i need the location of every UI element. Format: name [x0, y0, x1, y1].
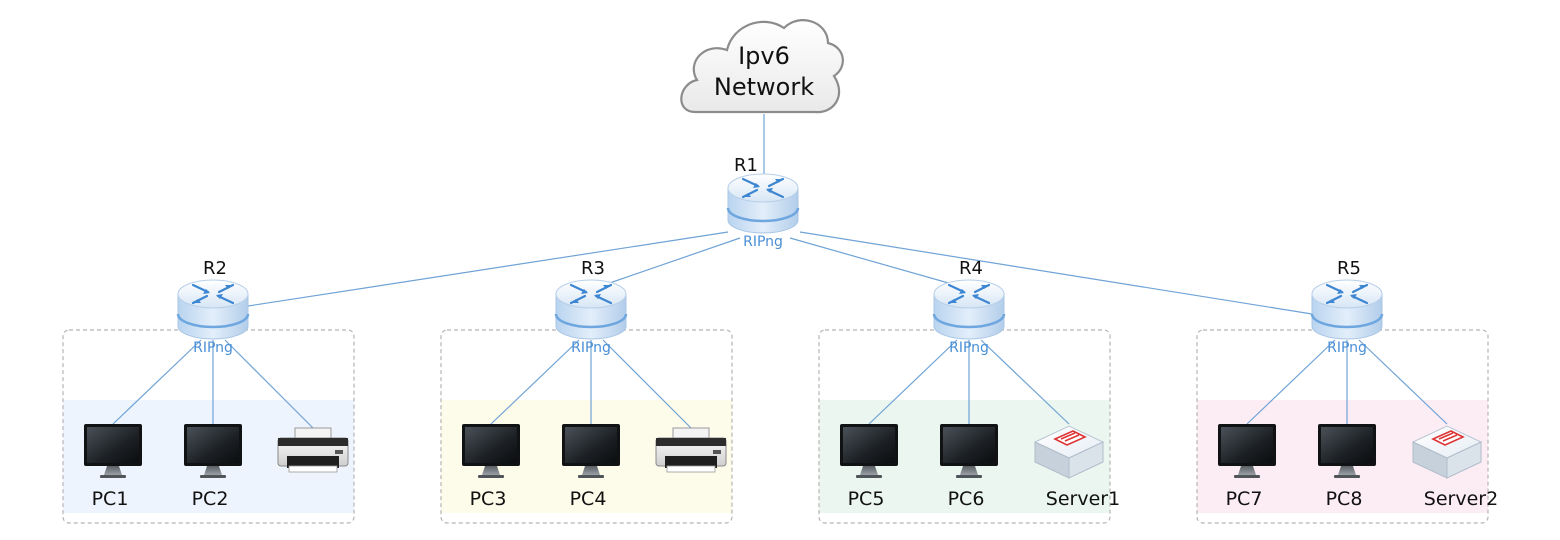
device-server2[interactable]: Server2 — [1412, 425, 1498, 510]
subnet-boundary — [1196, 329, 1489, 524]
device-pc2[interactable]: PC2 — [184, 424, 242, 510]
link-r1-r4 — [789, 237, 960, 287]
ipv6-network-cloud: Ipv6 Network — [680, 19, 844, 114]
link-r4-device — [868, 339, 958, 425]
link-r3-device — [602, 339, 692, 429]
link-r3-device — [490, 339, 580, 425]
router-r1[interactable]: R1 RIPng — [726, 155, 800, 250]
device-label: PC8 — [1326, 488, 1363, 510]
device-label: Server1 — [1046, 488, 1120, 510]
device-label: PC7 — [1226, 488, 1263, 510]
link-r2-device — [224, 339, 314, 429]
device-label: Server2 — [1424, 488, 1498, 510]
device-pc4[interactable]: PC4 — [562, 424, 620, 510]
device-label: PC5 — [848, 488, 885, 510]
subnet-boundary — [818, 329, 1111, 524]
link-r5-device — [1358, 339, 1448, 425]
device-pc1[interactable]: PC1 — [84, 424, 142, 510]
device-server1[interactable]: Server1 — [1034, 425, 1120, 510]
network-links — [112, 114, 1448, 429]
device-label: PC1 — [92, 488, 129, 510]
router-icon — [176, 278, 250, 341]
router-r2-protocol: RIPng — [193, 340, 233, 356]
device-pc5[interactable]: PC5 — [840, 424, 898, 510]
router-r1-protocol: RIPng — [743, 234, 783, 250]
link-r1-r2 — [247, 231, 729, 307]
link-r5-device — [1246, 339, 1336, 425]
link-r1-r3 — [600, 237, 741, 287]
router-r3-label: R3 — [581, 258, 605, 279]
device-pc3[interactable]: PC3 — [462, 424, 520, 510]
router-r5-protocol: RIPng — [1327, 340, 1367, 356]
router-r1-label: R1 — [734, 155, 758, 176]
device-label: PC4 — [570, 488, 607, 510]
router-r4-label: R4 — [959, 258, 983, 279]
device-pc8[interactable]: PC8 — [1318, 424, 1376, 510]
router-icon — [726, 172, 800, 235]
cloud-label-line2: Network — [714, 73, 814, 101]
router-icon — [932, 278, 1006, 341]
device-label: PC6 — [948, 488, 985, 510]
subnet-boundary — [62, 329, 355, 524]
router-icon — [1310, 278, 1384, 341]
link-r1-r5 — [799, 231, 1313, 315]
device-label: PC3 — [470, 488, 507, 510]
router-r5-label: R5 — [1337, 258, 1361, 279]
device-pc7[interactable]: PC7 — [1218, 424, 1276, 510]
router-r2-label: R2 — [203, 258, 227, 279]
router-icon — [554, 278, 628, 341]
link-r4-device — [980, 339, 1070, 425]
cloud-label-line1: Ipv6 — [738, 42, 790, 70]
device-label: PC2 — [192, 488, 229, 510]
router-r3-protocol: RIPng — [571, 340, 611, 356]
link-r2-device — [112, 339, 202, 425]
subnet-boundary — [440, 329, 733, 524]
device-pc6[interactable]: PC6 — [940, 424, 998, 510]
router-r4-protocol: RIPng — [949, 340, 989, 356]
